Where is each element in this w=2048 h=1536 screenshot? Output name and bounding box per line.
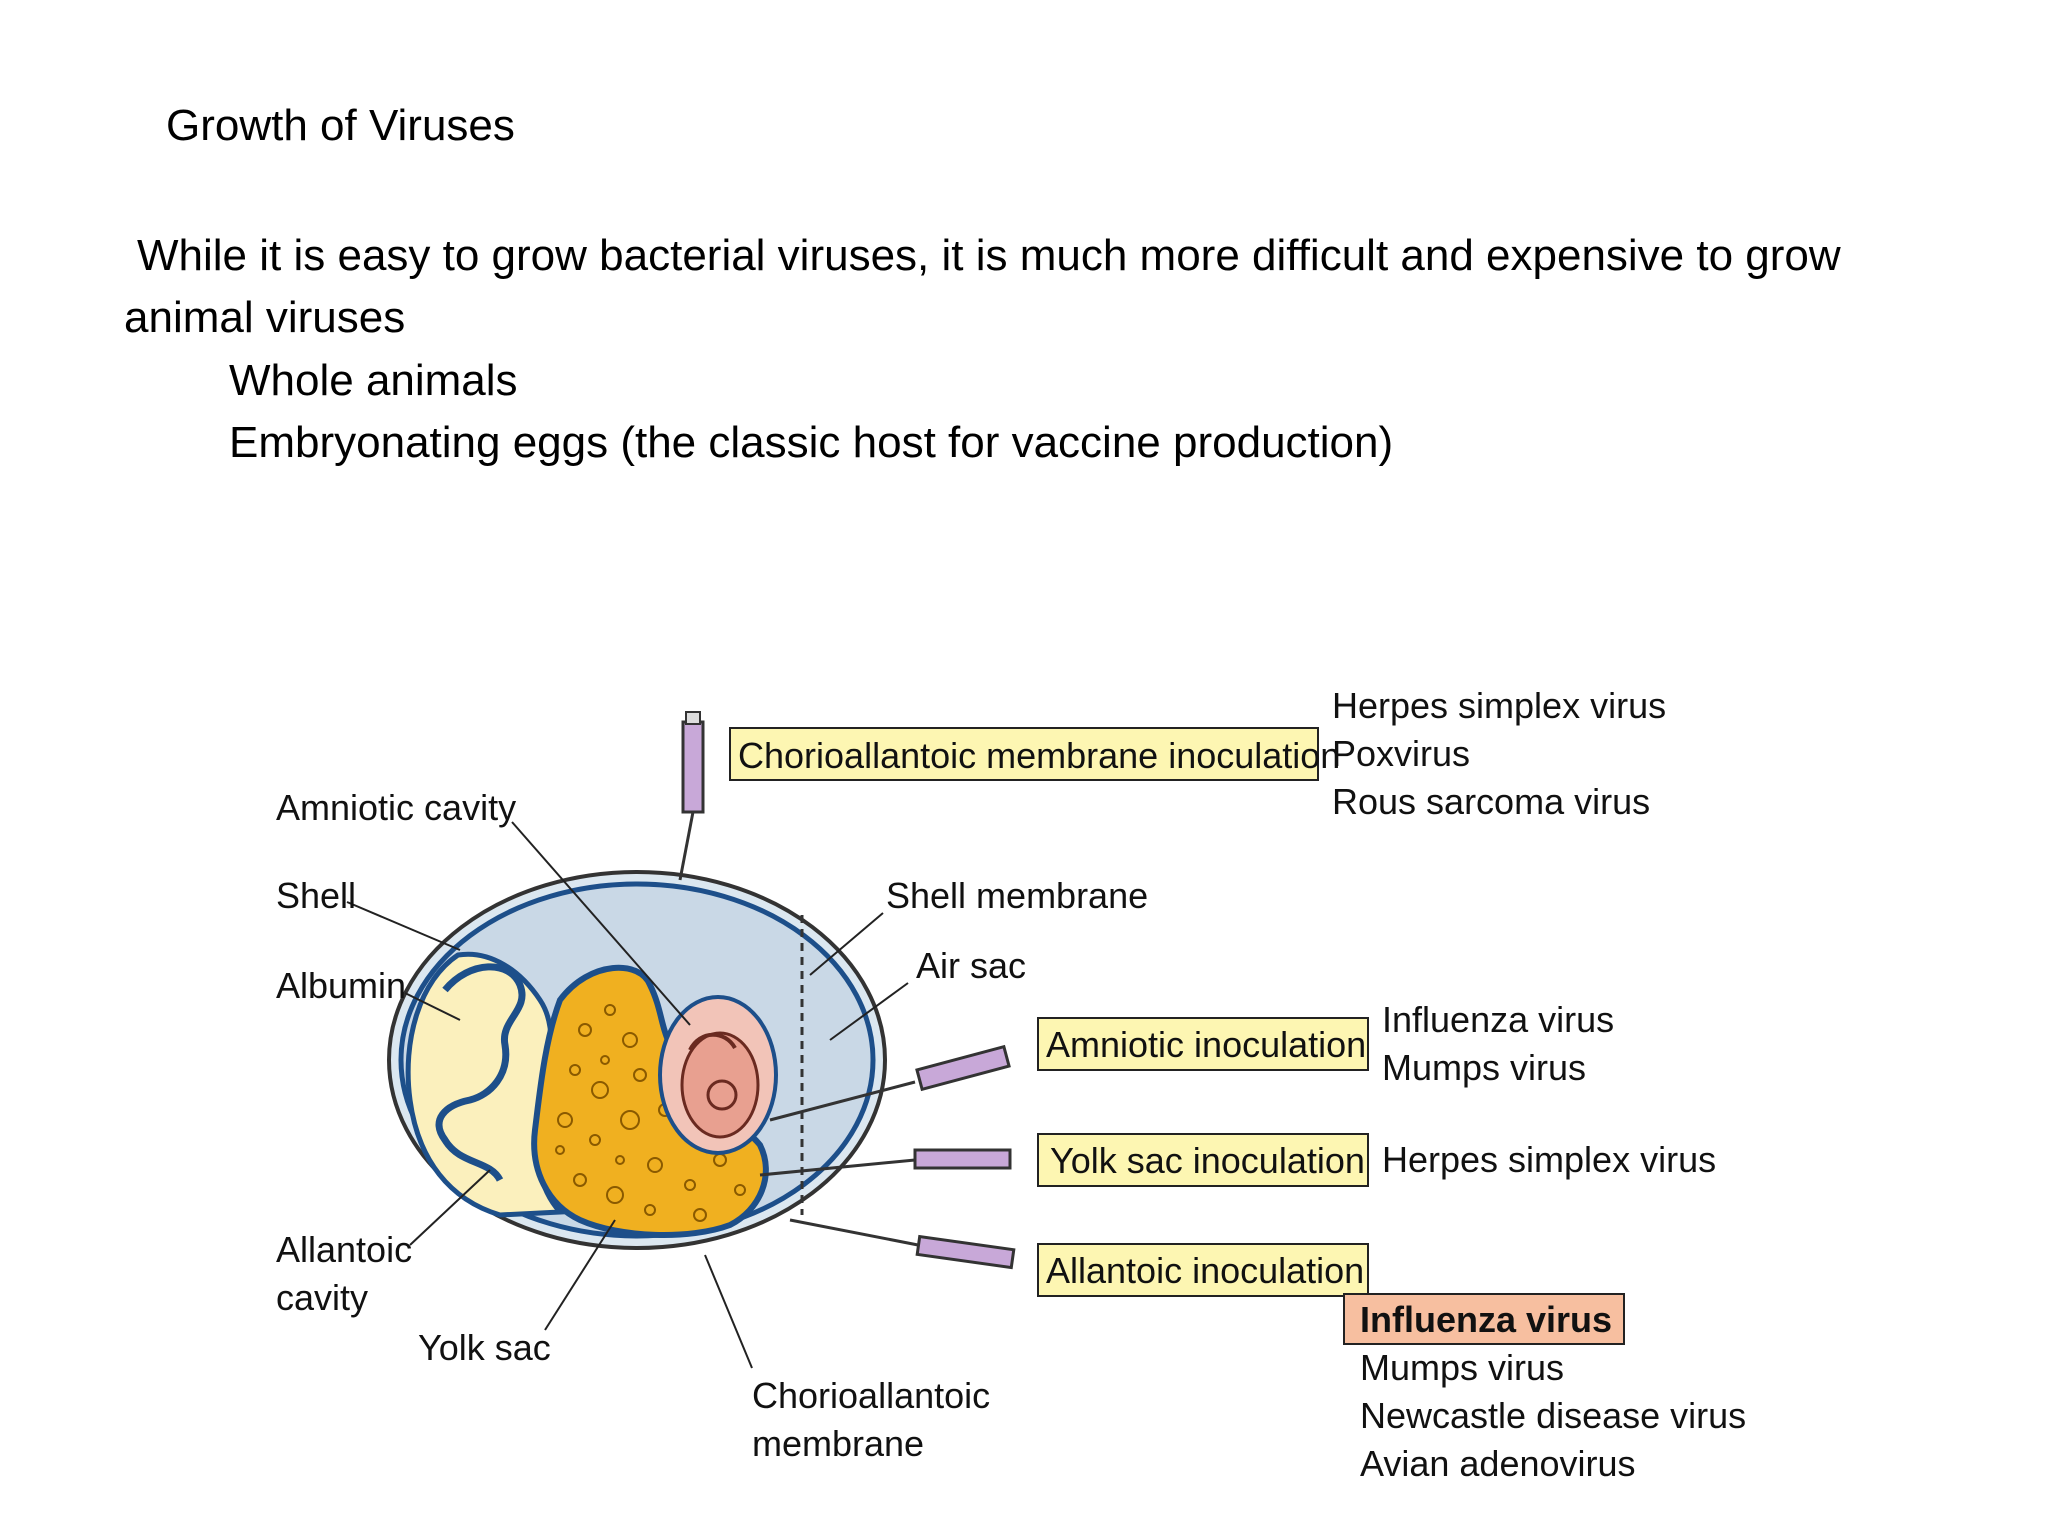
virus-allantoic-4: Avian adenovirus — [1360, 1443, 1636, 1484]
label-allantoic-cavity-2: cavity — [276, 1277, 368, 1318]
label-allantoic-inoculation: Allantoic inoculation — [1046, 1250, 1364, 1291]
leader-lines — [346, 821, 909, 1369]
yolk-texture — [555, 1004, 746, 1222]
label-albumin: Albumin — [276, 965, 406, 1006]
virus-cam-2: Poxvirus — [1332, 733, 1470, 774]
label-allantoic-cavity-1: Allantoic — [276, 1229, 412, 1270]
yolk-sac — [531, 964, 769, 1239]
box-amniotic-inoculation — [1037, 1017, 1369, 1071]
virus-allantoic-2: Mumps virus — [1360, 1347, 1564, 1388]
label-amniotic-inoculation: Amniotic inoculation — [1046, 1024, 1366, 1065]
label-chorioallantoic-membrane-1: Chorioallantoic — [752, 1375, 990, 1416]
label-amniotic-cavity: Amniotic cavity — [276, 787, 516, 828]
label-chorioallantoic-membrane-2: membrane — [752, 1423, 924, 1464]
virus-allantoic-1: Influenza virus — [1360, 1299, 1612, 1340]
syringe-yolk-sac — [759, 1148, 1012, 1177]
box-chorioallantoic-inoculation — [729, 727, 1319, 781]
slide-title: Growth of Viruses — [166, 101, 515, 150]
virus-cam-1: Herpes simplex virus — [1332, 685, 1666, 726]
box-yolk-sac-inoculation — [1037, 1133, 1369, 1187]
intro-text-line-2: animal viruses — [124, 293, 406, 342]
label-chorioallantoic-inoculation: Chorioallantoic membrane inoculation — [738, 735, 1340, 776]
syringe-amniotic — [769, 1044, 1011, 1122]
box-allantoic-inoculation — [1037, 1243, 1369, 1297]
virus-allantoic-3: Newcastle disease virus — [1360, 1395, 1746, 1436]
virus-amniotic-1: Influenza virus — [1382, 999, 1614, 1040]
label-shell-membrane: Shell membrane — [886, 875, 1148, 916]
box-influenza-highlight — [1343, 1293, 1625, 1345]
label-yolk-sac-inoculation: Yolk sac inoculation — [1050, 1140, 1365, 1181]
syringe-allantoic — [789, 1218, 1016, 1270]
label-air-sac: Air sac — [916, 945, 1026, 986]
bullet-whole-animals: Whole animals — [229, 356, 518, 405]
label-yolk-sac: Yolk sac — [418, 1327, 551, 1368]
bullet-embryonating-eggs: Embryonating eggs (the classic host for … — [229, 418, 1394, 467]
label-shell: Shell — [276, 875, 356, 916]
virus-amniotic-2: Mumps virus — [1382, 1047, 1586, 1088]
chorioallantoic-membrane-line — [435, 963, 526, 1182]
embryo — [680, 1031, 760, 1139]
intro-text-line-1: While it is easy to grow bacterial virus… — [137, 231, 1841, 280]
embryo-head — [688, 1032, 737, 1052]
virus-yolk-sac-1: Herpes simplex virus — [1382, 1139, 1716, 1180]
embryo-eye — [706, 1079, 738, 1111]
virus-cam-3: Rous sarcoma virus — [1332, 781, 1650, 822]
syringe-chorioallantoic — [678, 711, 705, 881]
